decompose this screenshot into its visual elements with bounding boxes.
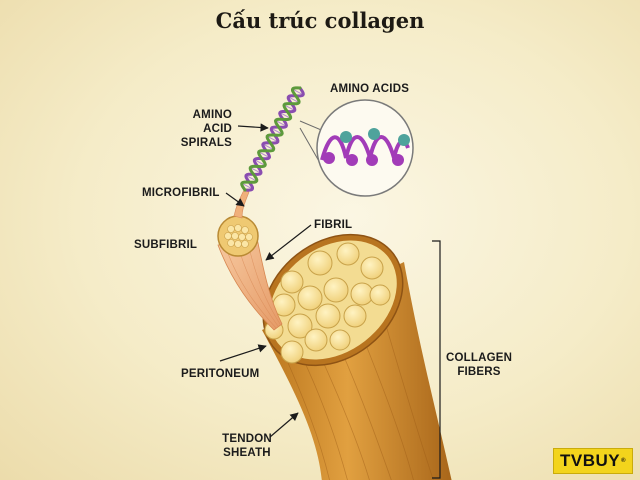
page-title: Cấu trúc collagen: [215, 8, 425, 33]
label-amino-acids: AMINO ACIDS: [330, 83, 410, 95]
helix-rung: [287, 96, 300, 104]
helix-rung: [279, 112, 291, 119]
helix-rung: [254, 159, 266, 166]
arrow-amino-acid-spirals: [237, 123, 269, 132]
label-fibril: FIBRIL: [314, 219, 353, 231]
helix-rung: [245, 174, 258, 182]
helix-rung: [275, 120, 287, 127]
label-sheath-line: SHEATH: [223, 447, 271, 459]
helix-rung: [249, 167, 262, 174]
subfibril-tube: [217, 215, 283, 331]
label-spirals-line: SPIRALS: [180, 137, 232, 149]
helix-strand-purple: [243, 86, 305, 192]
arrow-peritoneum: [219, 344, 267, 362]
amino-acids-zoom: [299, 99, 414, 197]
fibril-bundle-circles: [264, 242, 391, 364]
arrow-tendon-sheath: [269, 412, 299, 438]
helix-rung: [292, 88, 304, 96]
label-tendon-line: TENDON: [222, 433, 272, 445]
label-fibers-line: FIBERS: [457, 366, 501, 378]
helix-rung: [283, 104, 296, 111]
collagen-fibers-bracket: [432, 240, 441, 479]
logo-mark: ®: [621, 458, 627, 464]
tendon-cross-section: [262, 233, 404, 367]
label-collagen-fibers: COLLAGEN FIBERS: [446, 351, 512, 379]
amino-acid-beads: [323, 128, 410, 166]
tvbuy-logo: TVBUY®: [553, 448, 633, 474]
helix-rung: [262, 143, 275, 151]
helix-rung: [270, 127, 283, 135]
amino-acid-spiral-helix: [240, 86, 305, 192]
label-collagen-line: COLLAGEN: [446, 352, 513, 364]
arrow-microfibril: [225, 192, 245, 207]
label-amino-acid-spirals: AMINO ACID SPIRALS: [170, 108, 232, 150]
arrow-fibril: [265, 224, 312, 261]
helix-rung: [266, 135, 279, 143]
label-tendon-sheath: TENDON SHEATH: [216, 432, 278, 460]
label-arrows: [219, 123, 312, 438]
label-microfibril: MICROFIBRIL: [142, 187, 220, 199]
helix-strand-green: [240, 86, 302, 192]
label-amino-line: AMINO: [192, 109, 232, 121]
logo-text: TVBUY: [559, 451, 621, 470]
label-peritoneum: PERITONEUM: [181, 368, 260, 380]
label-subfibril: SUBFIBRIL: [134, 239, 198, 251]
helix-rung: [241, 182, 253, 190]
label-acid-line: ACID: [203, 123, 232, 135]
helix-rung: [258, 151, 270, 158]
